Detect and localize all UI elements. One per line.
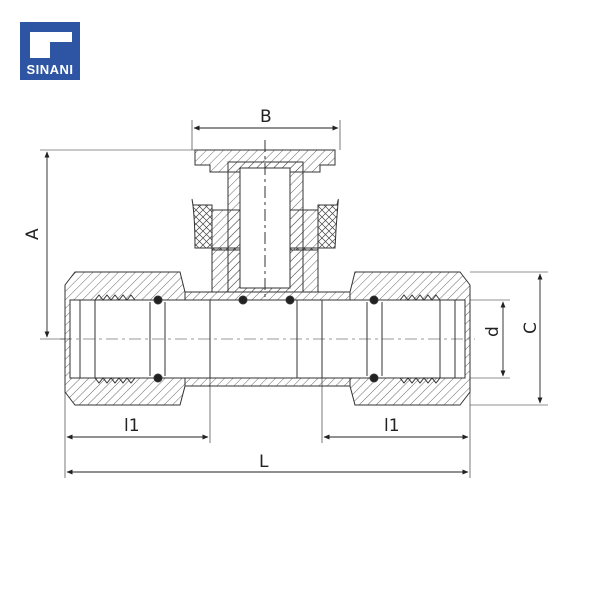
logo-shape-cut [50, 42, 80, 58]
label-l1-right: l1 [384, 416, 400, 436]
label-l1-left: l1 [124, 416, 140, 436]
label-L: L [259, 452, 269, 472]
label-d: d [483, 326, 503, 337]
sinani-logo: SINANI [20, 22, 80, 80]
logo-text: SINANI [26, 62, 74, 77]
label-C: C [521, 322, 541, 334]
fitting-body [64, 149, 471, 406]
label-B: B [260, 107, 272, 127]
label-A: A [23, 228, 43, 240]
